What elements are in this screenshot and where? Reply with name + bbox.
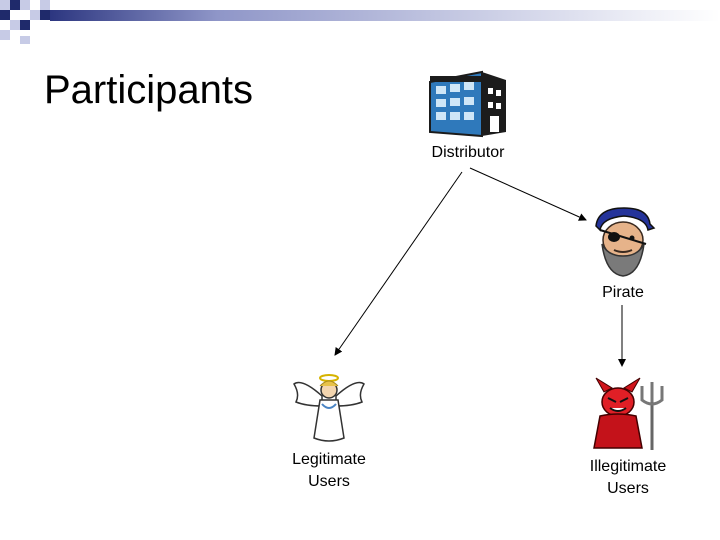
angel-icon bbox=[293, 374, 365, 442]
arrow-distributor-to-legitimate bbox=[334, 171, 463, 356]
arrow-distributor-to-pirate bbox=[469, 167, 587, 221]
slide-title: Participants bbox=[44, 68, 253, 112]
legitimate-line-1: Legitimate bbox=[292, 451, 366, 468]
node-label-distributor: Distributor bbox=[431, 144, 505, 161]
node-label-legitimate-users: Legitimate Users bbox=[279, 449, 379, 493]
illegitimate-line-2: Users bbox=[607, 480, 649, 497]
node-label-illegitimate-users: Illegitimate Users bbox=[572, 456, 684, 500]
node-label-pirate: Pirate bbox=[602, 284, 644, 301]
legitimate-line-2: Users bbox=[308, 473, 350, 490]
pirate-icon bbox=[595, 207, 656, 277]
illegitimate-line-1: Illegitimate bbox=[589, 458, 667, 475]
slide-header-decoration bbox=[0, 0, 720, 44]
building-icon bbox=[429, 70, 506, 138]
devil-icon bbox=[593, 377, 664, 450]
